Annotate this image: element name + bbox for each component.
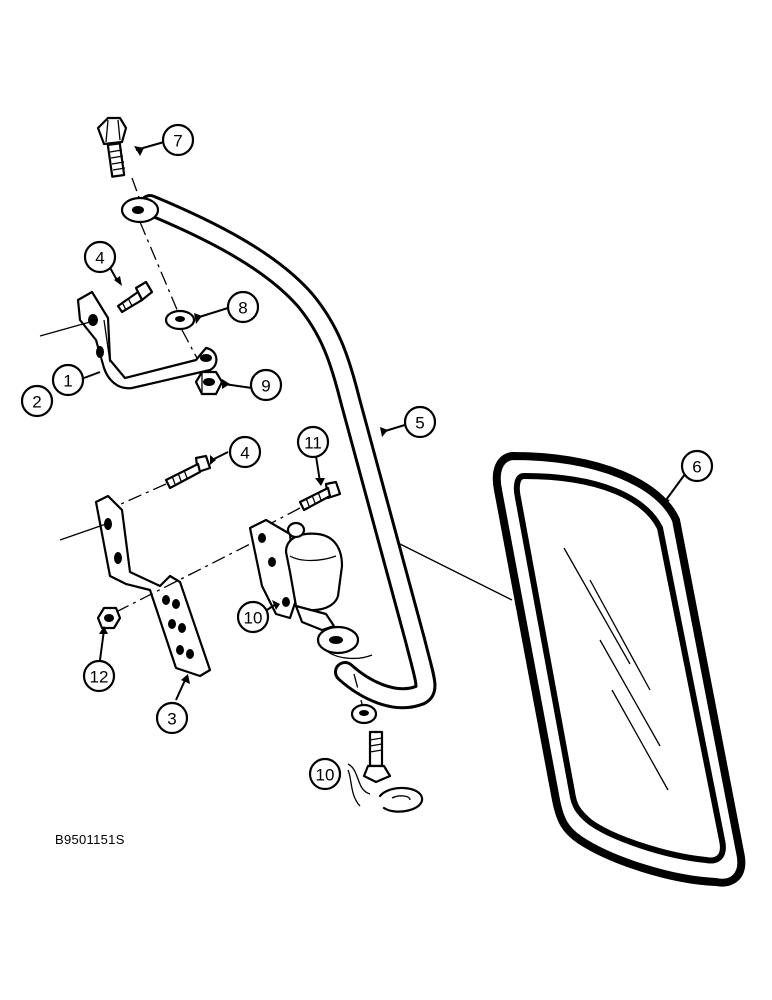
lower-bracket: [94, 494, 212, 678]
callout-8: 8: [226, 290, 260, 324]
bolt-4-upper: [116, 280, 154, 314]
callout-4-middle: 4: [228, 435, 262, 469]
mirror-arm: [120, 194, 437, 710]
svg-text:10: 10: [316, 766, 335, 785]
callout-5: 5: [403, 405, 437, 439]
callout-4-upper: 4: [83, 240, 117, 274]
svg-text:4: 4: [95, 249, 104, 268]
callout-6: 6: [680, 449, 714, 483]
svg-text:12: 12: [90, 668, 109, 687]
lower-bolt-clip: [347, 730, 424, 813]
washer-8: [164, 309, 196, 331]
nut-12: [96, 606, 122, 630]
bolt-11: [298, 480, 342, 512]
callout-12: 12: [82, 659, 116, 693]
svg-text:3: 3: [167, 710, 176, 729]
svg-text:1: 1: [63, 372, 72, 391]
callout-7: 7: [161, 123, 195, 157]
nut-9: [194, 370, 224, 396]
svg-text:8: 8: [238, 299, 247, 318]
callout-11: 11: [296, 425, 330, 459]
callout-1: 1: [51, 363, 85, 397]
callout-3: 3: [155, 701, 189, 735]
lower-washer: [350, 703, 378, 725]
pivot-mount: [248, 518, 344, 632]
upper-bracket: [76, 290, 218, 390]
svg-text:5: 5: [415, 414, 424, 433]
callout-2: 2: [20, 384, 54, 418]
bolt-4-middle: [164, 454, 212, 490]
figure-code: B9501151S: [55, 832, 125, 847]
svg-text:2: 2: [32, 393, 41, 412]
svg-text:11: 11: [304, 434, 322, 453]
svg-text:9: 9: [261, 377, 270, 396]
svg-text:4: 4: [240, 444, 249, 463]
callout-10-lower: 10: [308, 757, 342, 791]
svg-text:6: 6: [692, 458, 701, 477]
callout-10-upper: 10: [236, 600, 270, 634]
callout-9: 9: [249, 368, 283, 402]
mirror-6: [492, 451, 746, 887]
bolt-7: [96, 116, 128, 178]
svg-text:10: 10: [244, 609, 263, 628]
svg-text:7: 7: [173, 132, 182, 151]
